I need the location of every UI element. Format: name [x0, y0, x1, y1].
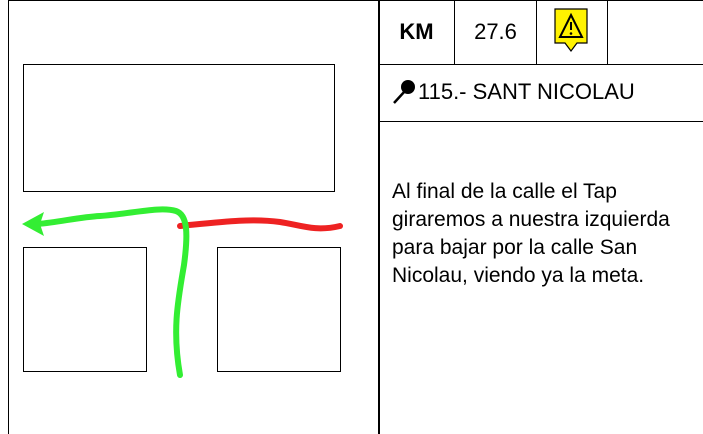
waypoint-label: 115.- SANT NICOLAU [418, 79, 635, 104]
building-block-top [23, 64, 335, 192]
warning-cell [537, 1, 607, 63]
divider [607, 0, 608, 64]
building-block-bottom-left [23, 247, 147, 372]
km-label: KM [399, 19, 434, 44]
waypoint-title: 115.- SANT NICOLAU [392, 66, 635, 118]
instruction-text: Al final de la calle el Tap giraremos a … [392, 180, 670, 287]
route-diagram [8, 0, 379, 434]
divider [454, 0, 455, 64]
divider [379, 64, 703, 65]
warning-triangle-icon [554, 8, 588, 52]
building-block-bottom-right [217, 247, 341, 372]
route-path [35, 206, 190, 378]
pin-icon [393, 80, 415, 104]
divider [379, 0, 380, 434]
avoid-path [177, 217, 343, 232]
route-arrowhead [22, 212, 44, 236]
divider [379, 0, 703, 1]
divider [379, 121, 703, 122]
km-value: 27.6 [474, 19, 517, 44]
divider [536, 0, 537, 64]
